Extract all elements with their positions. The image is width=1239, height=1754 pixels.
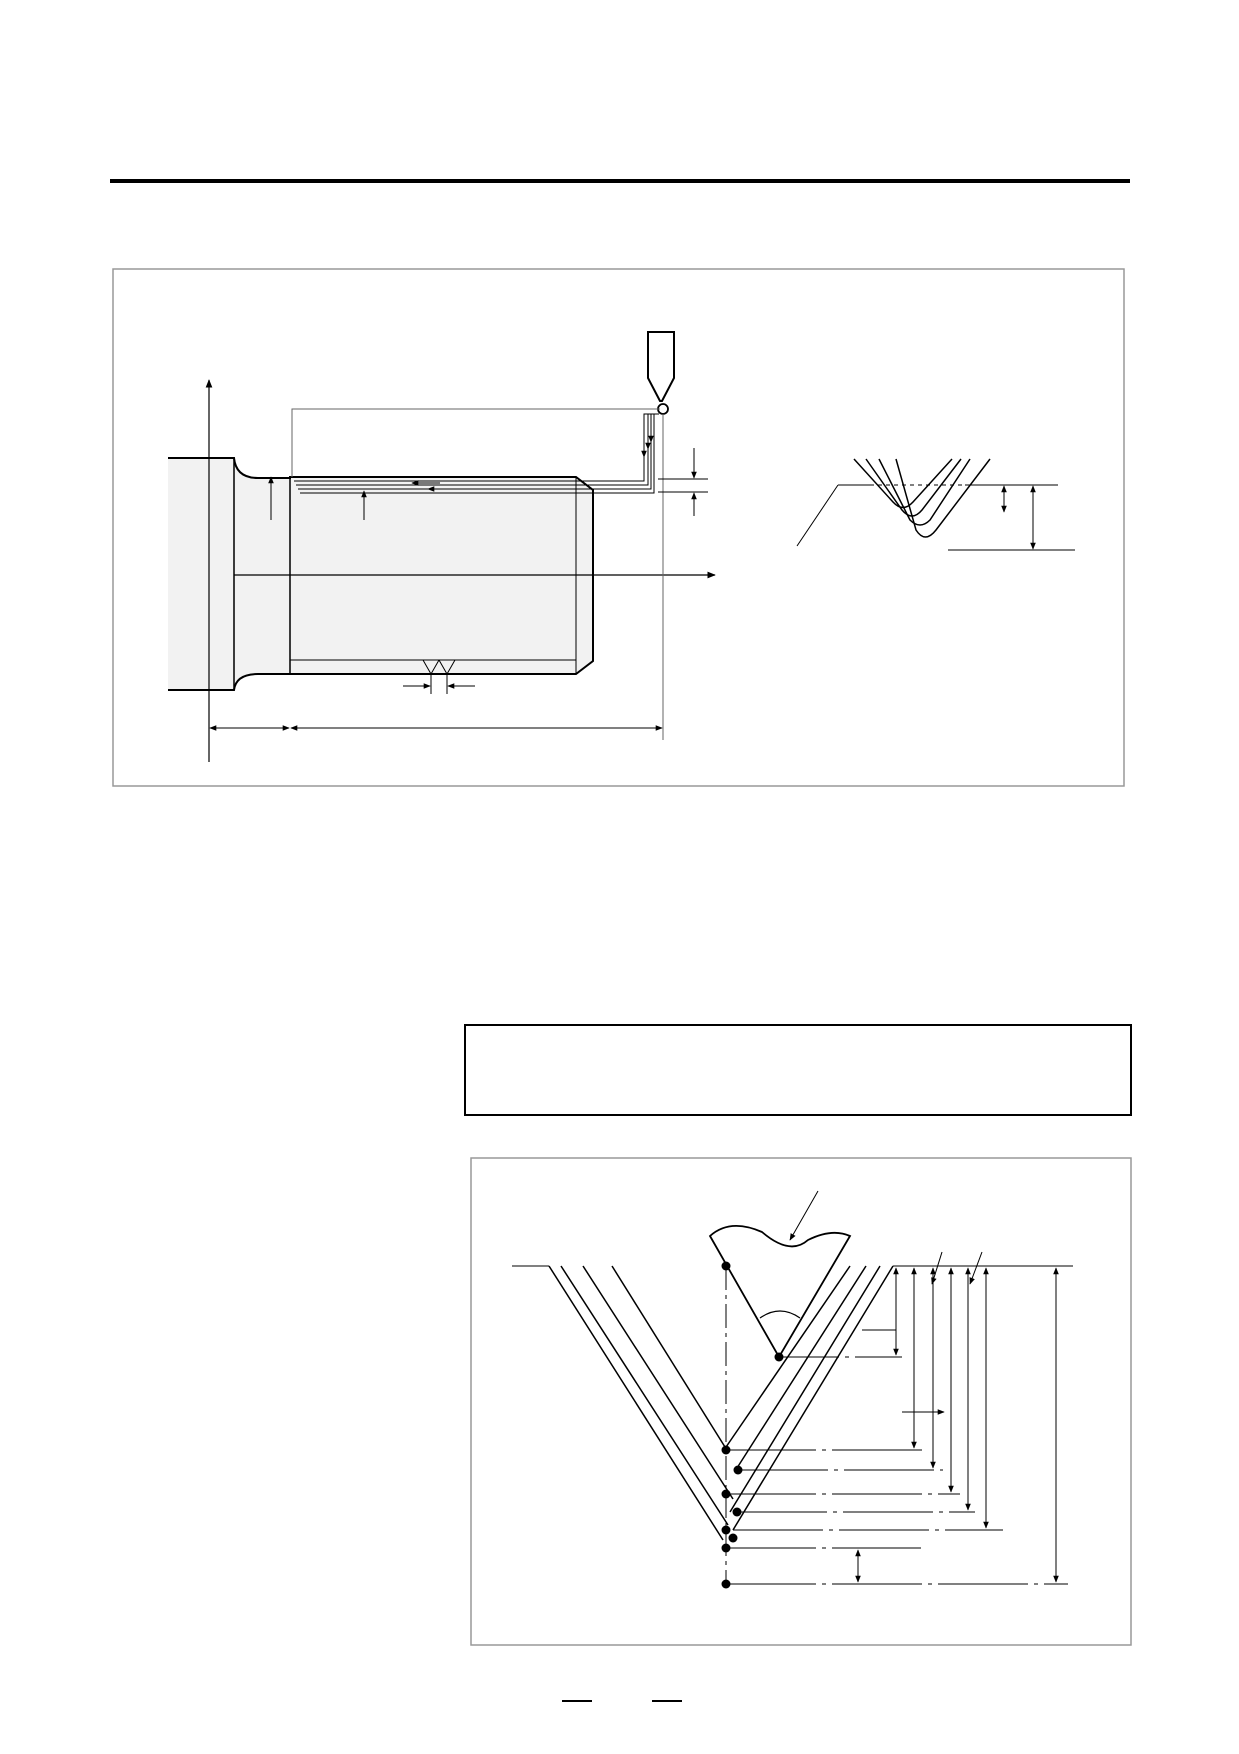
leader-line	[796, 484, 839, 547]
thread-profile-pass-4	[895, 458, 991, 538]
note-box	[464, 1024, 1132, 1116]
cutting-pass-2	[296, 413, 653, 486]
figure-threading-cycle	[112, 268, 1125, 787]
figure-frame	[112, 268, 1125, 787]
cutting-tool-icon	[708, 1225, 852, 1359]
tool-leader-arrow	[789, 1190, 819, 1241]
figure-infeed-detail	[470, 1157, 1132, 1646]
right-flank-2	[736, 1265, 867, 1469]
figure-frame	[470, 1157, 1132, 1646]
point-top	[721, 1261, 731, 1271]
right-flank-4	[732, 1265, 894, 1531]
left-flank-1	[548, 1265, 724, 1541]
tool-icon	[647, 331, 675, 402]
left-flank-3	[582, 1265, 734, 1500]
right-flank-3	[729, 1265, 881, 1513]
leader-arrow-1	[931, 1251, 943, 1285]
tool-angle-arc	[759, 1310, 801, 1319]
point-pass-3b	[728, 1533, 738, 1543]
start-point-reference-line	[291, 408, 660, 477]
left-flank-2	[560, 1265, 729, 1526]
right-flank-1	[723, 1265, 851, 1451]
left-flank-4	[611, 1265, 726, 1448]
cutting-pass-1	[294, 413, 650, 482]
workpiece-outline	[168, 457, 594, 691]
point-pass-3	[721, 1525, 731, 1535]
cutting-pass-4	[300, 413, 659, 494]
figure-thread-profile	[796, 458, 1075, 551]
thread-profile-pass-3	[878, 458, 971, 526]
leader-arrow-2	[969, 1251, 983, 1285]
